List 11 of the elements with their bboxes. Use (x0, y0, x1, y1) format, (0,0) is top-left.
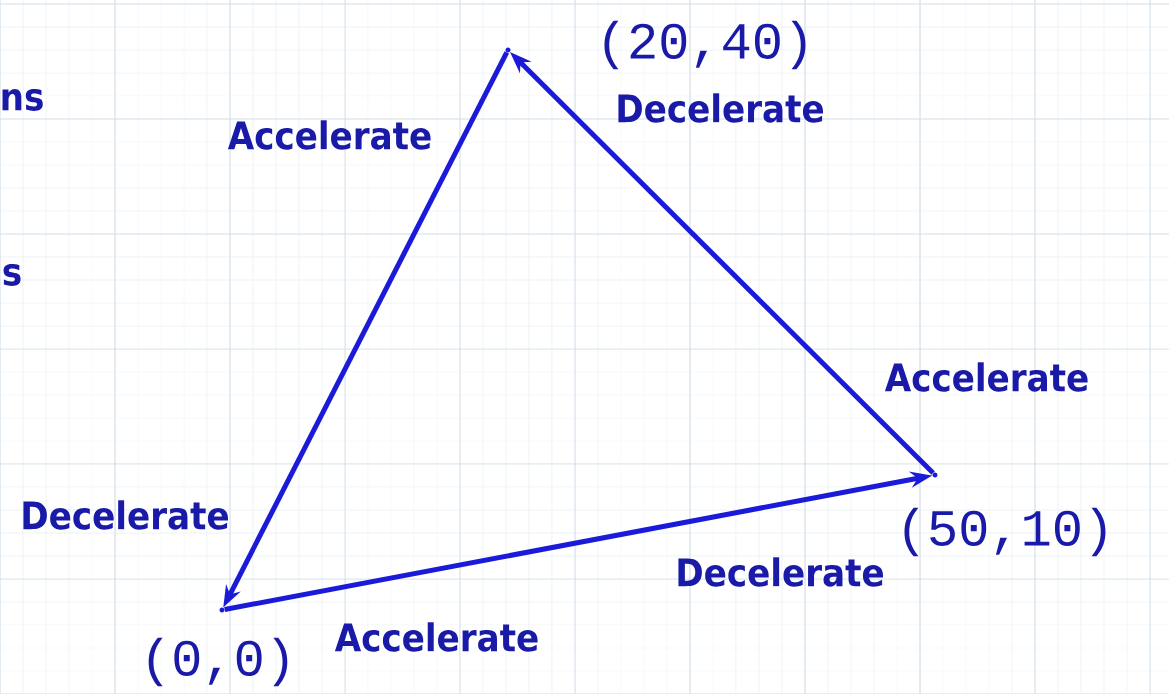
coordinate-label: (50,10) (904, 472, 1106, 557)
motion-label: Decelerate (678, 557, 883, 587)
motion-label: Decelerate (23, 500, 228, 530)
motion-label: Accelerate (334, 622, 538, 652)
motion-label: Accelerate (227, 120, 431, 150)
motion-label: ns (2, 89, 43, 111)
motion-label: Accelerate (884, 362, 1088, 392)
motion-label: s (3, 264, 21, 286)
coordinate-label: (20,40) (505, 20, 806, 70)
motion-label: Decelerate (618, 93, 823, 123)
coordinate-label: (0,0) (148, 607, 288, 687)
